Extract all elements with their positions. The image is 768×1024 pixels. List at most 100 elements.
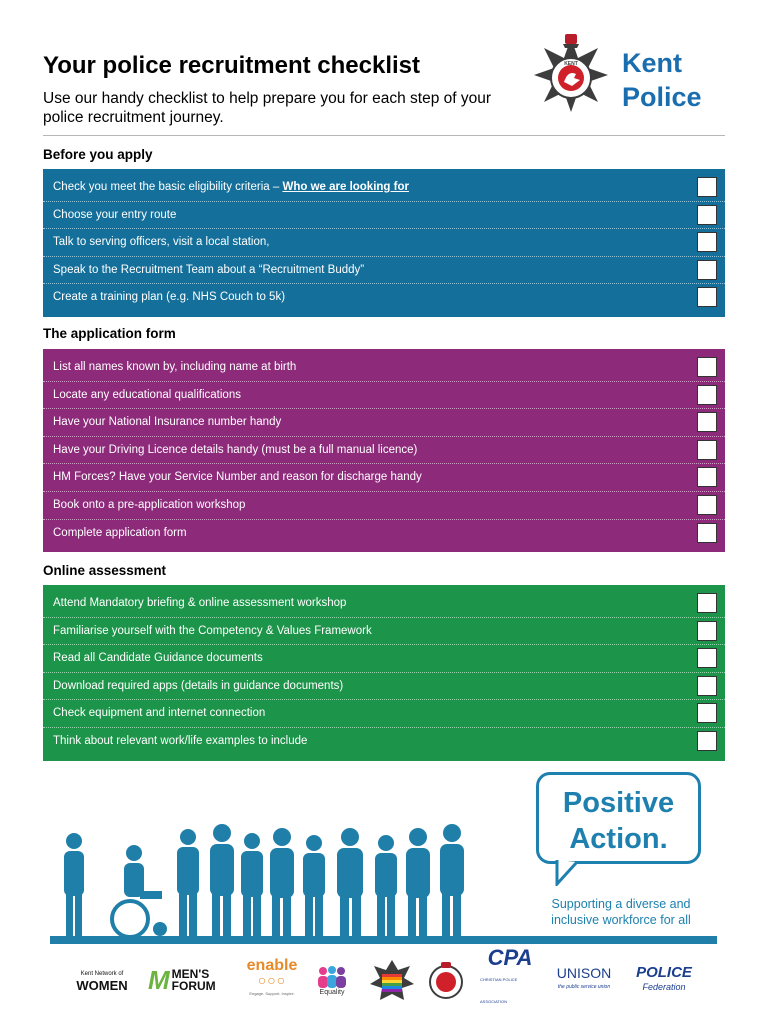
badge-text: KENT [564, 61, 578, 67]
checklist-row: Speak to the Recruitment Team about a “R… [43, 257, 725, 285]
who-we-are-looking-for-link[interactable]: Who we are looking for [282, 181, 409, 193]
checklist-checkbox[interactable] [697, 357, 717, 377]
checklist-checkbox[interactable] [697, 620, 717, 641]
brand-name: Kent Police [622, 46, 702, 114]
equality-network-logo: Equality [312, 958, 352, 1002]
checklist-row: Have your National Insurance number hand… [43, 409, 725, 437]
checklist-item-label: HM Forces? Have your Service Number and … [53, 471, 422, 484]
partner-logos-strip: Kent Network of WOMEN M MEN'S FORUM enab… [50, 947, 717, 1008]
brand-line-police: Police [622, 82, 702, 112]
women-logo-small-text: Kent Network of [80, 971, 124, 977]
mens-forum-logo-text: MEN'S FORUM [171, 967, 216, 993]
positive-action-caption: Supporting a diverse and inclusive workf… [551, 897, 691, 927]
checklist-checkbox[interactable] [697, 703, 717, 724]
checklist-item-label: Download required apps (details in guida… [53, 679, 344, 692]
checklist-item-label: Attend Mandatory briefing & online asses… [53, 597, 347, 609]
unison-logo-tagline: the public service union [557, 984, 611, 990]
enable-logo-text: enable [246, 957, 298, 974]
kent-police-badge-icon: KENT [534, 34, 608, 112]
police-federation-logo-subtext: Federation [642, 982, 686, 992]
checklist-item-label: Locate any educational qualifications [53, 388, 241, 401]
checklist-checkbox[interactable] [697, 593, 717, 613]
checklist-checkbox[interactable] [697, 384, 717, 405]
checklist-item-label: List all names known by, including name … [53, 361, 297, 373]
enable-logo: enable ○○○ Engage. Support. Inspire. [242, 958, 302, 1002]
checklist-row: List all names known by, including name … [43, 354, 725, 382]
checklist-checkbox[interactable] [697, 259, 717, 280]
enable-rings-icon: ○○○ [257, 972, 287, 988]
checklist-row: Locate any educational qualifications [43, 382, 725, 410]
checklist-checkbox[interactable] [697, 648, 717, 669]
lgbt-police-badge-icon [370, 960, 414, 1000]
checklist-row: Create a training plan (e.g. NHS Couch t… [43, 284, 725, 312]
police-association-badge-icon [429, 962, 463, 999]
intro-text: Use our handy checklist to help prepare … [43, 90, 492, 126]
checklist-row: Think about relevant work/life examples … [43, 728, 725, 756]
speech-bubble-tail-icon [555, 860, 579, 886]
police-federation-logo-text: POLICE [636, 964, 692, 981]
checklist-checkbox[interactable] [697, 494, 717, 515]
enable-logo-tagline: Engage. Support. Inspire. [249, 991, 295, 996]
checklist-checkbox[interactable] [697, 439, 717, 460]
checklist-item-label: Check you meet the basic eligibility cri… [53, 181, 409, 193]
checklist-item-label: Complete application form [53, 526, 187, 539]
checklist-checkbox[interactable] [697, 675, 717, 696]
checklist-row: Book onto a pre-application workshop [43, 492, 725, 520]
checklist-item-text: Check you meet the basic eligibility cri… [53, 181, 283, 193]
checklist-row: Complete application form [43, 520, 725, 548]
checklist-checkbox[interactable] [697, 467, 717, 488]
checklist-checkbox[interactable] [697, 730, 717, 751]
equality-people-icon [318, 965, 346, 988]
checklist-item-label: Have your Driving Licence details handy … [53, 443, 418, 456]
cpa-logo-tagline: CHRISTIAN POLICE ASSOCIATION [480, 977, 518, 1004]
checklist-panel-before-you-apply: Check you meet the basic eligibility cri… [43, 169, 725, 317]
positive-action-line1: Positive [562, 787, 675, 819]
checklist-checkbox[interactable] [697, 232, 717, 253]
checklist-item-label: Speak to the Recruitment Team about a “R… [53, 263, 365, 276]
page-title: Your police recruitment checklist [43, 52, 421, 79]
checklist-checkbox[interactable] [697, 412, 717, 433]
kent-police-brand: KENT Kent Police [526, 30, 726, 120]
brand-line-kent: Kent [622, 48, 682, 78]
header-divider [43, 135, 725, 136]
women-logo-text: WOMEN [76, 978, 128, 993]
mens-forum-m-icon: M [148, 965, 170, 995]
section-heading-online-assessment: Online assessment [43, 563, 167, 578]
people-silhouettes-illustration [64, 824, 464, 939]
illustration-ground-bar [50, 936, 717, 944]
checklist-row: Download required apps (details in guida… [43, 673, 725, 701]
checklist-row: Read all Candidate Guidance documents [43, 645, 725, 673]
checklist-item-label: Think about relevant work/life examples … [53, 734, 308, 747]
positive-action-line2: Action. [569, 823, 668, 855]
checklist-item-label: Check equipment and internet connection [53, 707, 266, 720]
checklist-item-label: Book onto a pre-application workshop [53, 498, 246, 511]
checklist-item-label: Read all Candidate Guidance documents [53, 652, 263, 665]
kent-network-of-women-logo: Kent Network of WOMEN [62, 958, 142, 1002]
checklist-panel-application-form: List all names known by, including name … [43, 349, 725, 553]
cpa-logo: CPA CHRISTIAN POLICE ASSOCIATION [480, 947, 540, 1005]
checklist-row: HM Forces? Have your Service Number and … [43, 464, 725, 492]
checklist-item-label: Create a training plan (e.g. NHS Couch t… [53, 291, 286, 304]
checklist-checkbox[interactable] [697, 287, 717, 308]
section-heading-application-form: The application form [43, 326, 176, 341]
unison-logo-text: UNISON [556, 965, 612, 981]
checklist-item-label: Choose your entry route [53, 208, 177, 221]
checklist-item-label: Talk to serving officers, visit a local … [53, 236, 270, 249]
checklist-item-label: Familiarise yourself with the Competency… [53, 624, 372, 637]
checklist-checkbox[interactable] [697, 522, 717, 543]
cpa-logo-text: CPA [487, 945, 533, 970]
mens-forum-logo: M MEN'S FORUM [148, 958, 236, 1002]
checklist-row: Attend Mandatory briefing & online asses… [43, 590, 725, 618]
checklist-panel-online-assessment: Attend Mandatory briefing & online asses… [43, 585, 725, 761]
checklist-item-label: Have your National Insurance number hand… [53, 416, 282, 429]
checklist-checkbox[interactable] [697, 177, 717, 197]
checklist-checkbox[interactable] [697, 204, 717, 225]
checklist-row: Talk to serving officers, visit a local … [43, 229, 725, 257]
checklist-row: Choose your entry route [43, 202, 725, 230]
checklist-row: Familiarise yourself with the Competency… [43, 618, 725, 646]
positive-action-bubble: Positive Action. [536, 772, 701, 864]
unison-logo: UNISON the public service union [548, 958, 620, 1002]
equality-logo-text: Equality [319, 988, 345, 996]
police-federation-logo: POLICE Federation [626, 958, 702, 1002]
checklist-row: Check equipment and internet connection [43, 700, 725, 728]
